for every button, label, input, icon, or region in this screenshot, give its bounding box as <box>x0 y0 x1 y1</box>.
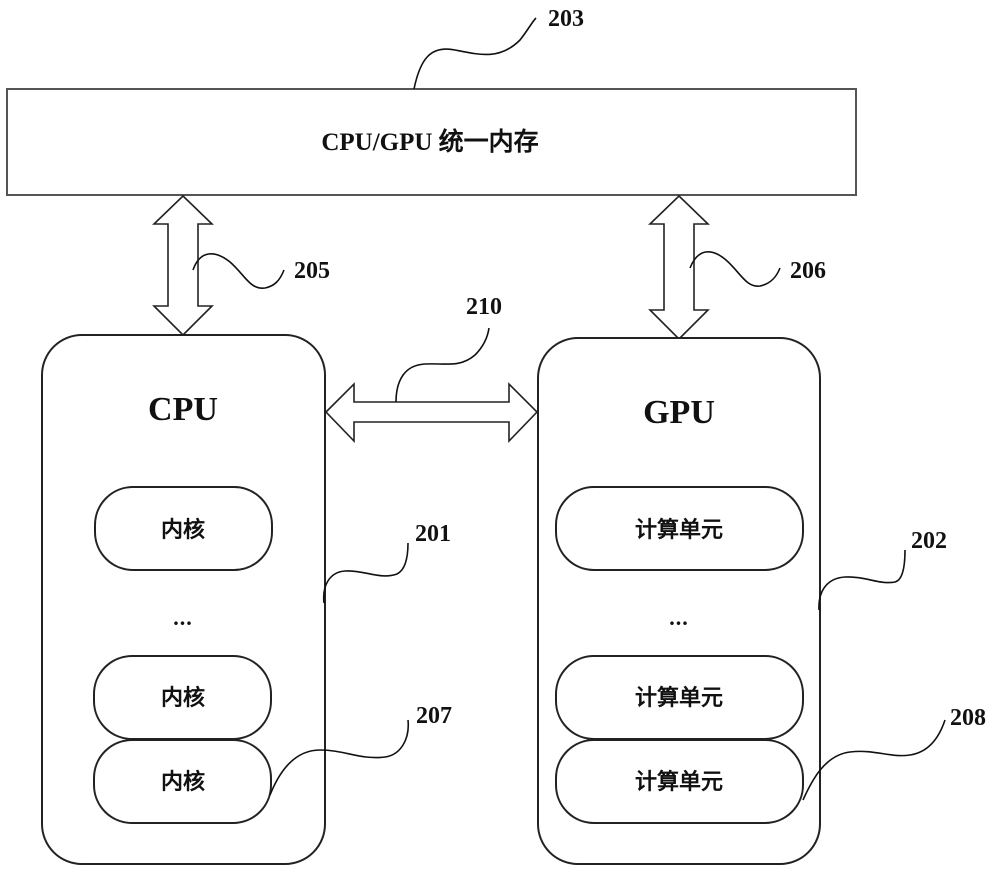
gpu-unit-ref-leader <box>802 719 946 801</box>
gpu-compute-unit-1-label: 计算单元 <box>635 517 723 542</box>
cpu-unit-ref-leader <box>269 719 410 796</box>
cpu-core-3 <box>93 739 272 824</box>
gpu-unit-ref-label: 208 <box>950 705 986 731</box>
cpu-memory-bidirectional-arrow <box>152 194 214 337</box>
cpu-gpu-ref-label: 210 <box>466 294 502 320</box>
cpu-gpu-ref-leader <box>395 327 490 403</box>
cpu-core-2-label: 内核 <box>161 685 205 710</box>
cpu-title: CPU <box>148 391 218 428</box>
cpu-core-3-label: 内核 <box>161 769 205 794</box>
gpu-compute-unit-1 <box>555 486 804 571</box>
cpu-ref-leader <box>322 542 409 604</box>
cpu-core-1-label: 内核 <box>161 517 205 542</box>
cpu-core-1 <box>94 486 273 571</box>
gpu-memory-ref-leader <box>689 251 781 287</box>
gpu-memory-bidirectional-arrow <box>648 194 710 341</box>
unified-memory-box <box>6 88 857 196</box>
gpu-compute-unit-3 <box>555 739 804 824</box>
gpu-compute-unit-3-label: 计算单元 <box>635 769 723 794</box>
cpu-unit-ref-label: 207 <box>416 703 452 729</box>
gpu-ref-leader <box>818 549 906 611</box>
gpu-ref-label: 202 <box>911 528 947 554</box>
memory-ref-leader <box>413 17 537 90</box>
unified-memory-label: CPU/GPU 统一内存 <box>321 127 538 156</box>
memory-ref-label: 203 <box>548 6 584 32</box>
cpu-memory-ref-leader <box>192 253 285 289</box>
cpu-memory-ref-label: 205 <box>294 258 330 284</box>
cpu-ref-label: 201 <box>415 521 451 547</box>
cpu-ellipsis: ... <box>173 605 193 630</box>
gpu-memory-ref-label: 206 <box>790 258 826 284</box>
gpu-compute-unit-2-label: 计算单元 <box>635 685 723 710</box>
gpu-title: GPU <box>643 394 715 431</box>
cpu-gpu-bidirectional-arrow <box>324 382 539 443</box>
gpu-ellipsis: ... <box>669 605 689 630</box>
